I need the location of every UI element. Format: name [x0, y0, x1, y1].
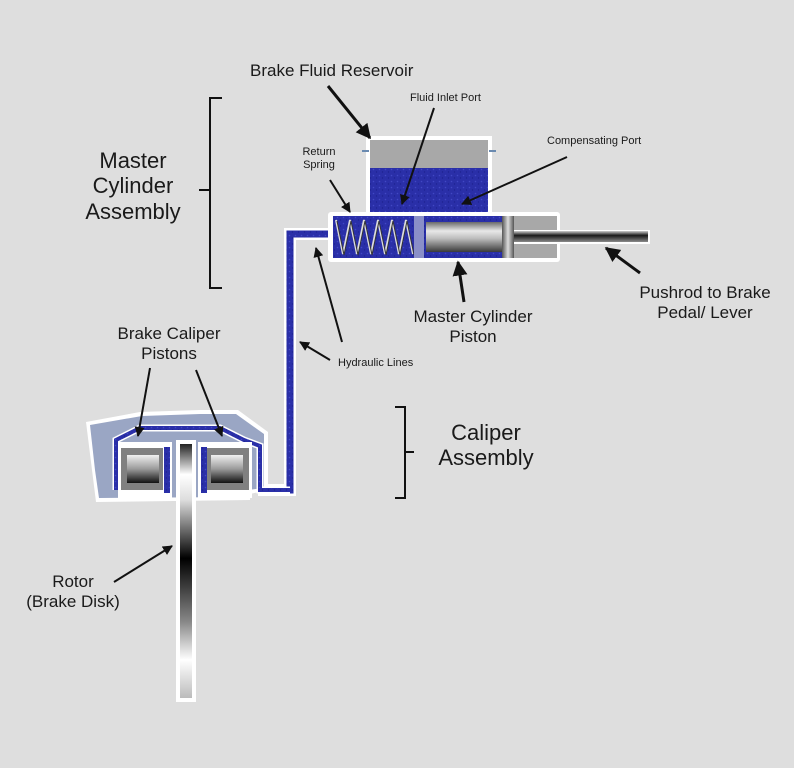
arrows — [113, 85, 641, 583]
arrow-inlet-port — [400, 107, 435, 205]
arrow-hydraulic-lines-1 — [313, 247, 343, 343]
rotor-label: Rotor (Brake Disk) — [26, 572, 120, 611]
hydraulic-lines-label: Hydraulic Lines — [338, 357, 414, 369]
arrow-return-spring — [329, 179, 351, 213]
inlet-port-label: Fluid Inlet Port — [410, 92, 481, 104]
arrow-compensating-port — [461, 156, 568, 205]
master-cylinder-bracket — [199, 97, 222, 289]
hydraulic-line — [258, 228, 336, 496]
caliper-assembly-label: Caliper Assembly — [438, 420, 534, 471]
arrow-mc-piston — [452, 260, 468, 303]
mc-piston-label: Master Cylinder Piston — [413, 307, 533, 346]
reservoir-label: Brake Fluid Reservoir — [250, 61, 414, 80]
caliper-piston-left — [121, 447, 170, 493]
pushrod — [514, 230, 650, 244]
arrow-rotor — [113, 545, 173, 583]
arrow-pushrod — [604, 246, 641, 275]
master-cylinder — [328, 212, 560, 262]
arrow-caliper-piston-left — [134, 367, 151, 437]
compensating-port-label: Compensating Port — [547, 135, 642, 147]
brake-fluid-reservoir — [362, 136, 496, 218]
caliper-piston-right — [201, 447, 249, 493]
arrow-caliper-piston-right — [195, 369, 224, 437]
return-spring-label: Return Spring — [302, 146, 336, 171]
caliper-bracket — [395, 406, 414, 499]
caliper-pistons-label: Brake Caliper Pistons — [117, 324, 221, 363]
rotor — [176, 440, 196, 702]
arrow-reservoir — [326, 85, 372, 140]
pushrod-label: Pushrod to Brake Pedal/ Lever — [639, 283, 771, 322]
arrow-hydraulic-lines-2 — [299, 341, 331, 361]
master-cylinder-assembly-label: Master Cylinder Assembly — [85, 148, 181, 224]
return-spring — [335, 219, 414, 255]
